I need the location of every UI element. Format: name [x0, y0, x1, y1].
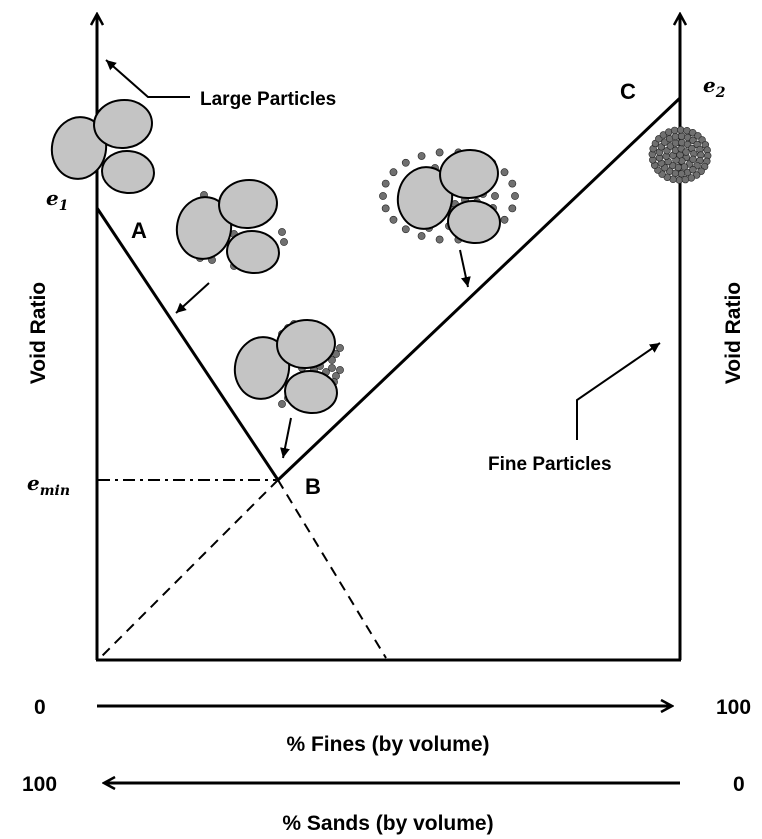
- fine-particle: [508, 179, 517, 188]
- fine-particle: [689, 166, 697, 174]
- void-ratio-right-label: Void Ratio: [722, 282, 745, 384]
- void-ratio-curve: [95, 96, 682, 659]
- fine-particle: [435, 148, 444, 157]
- particles-near-c-illustration: [379, 148, 519, 245]
- fine-particle: [336, 344, 344, 352]
- sands-axis-end: 0: [733, 773, 745, 796]
- large-particle: [284, 369, 338, 415]
- fine-particle: [417, 152, 426, 160]
- large-particle: [396, 166, 454, 230]
- fine-particle: [381, 179, 390, 188]
- pointer-to-point-b: [280, 417, 292, 459]
- fine-particle: [689, 155, 697, 164]
- fine-particle: [682, 148, 690, 156]
- dashed-extension-to-origin: [99, 479, 279, 659]
- large-particles-label: Large Particles: [200, 89, 336, 110]
- curve-b-to-c: [276, 96, 682, 482]
- fine-particle: [500, 168, 509, 177]
- large-particle: [439, 148, 499, 200]
- fine-particle: [381, 204, 390, 213]
- dashed-extension-to-baseline: [277, 479, 387, 659]
- fine-particle: [670, 126, 679, 135]
- emin-label: emin: [27, 471, 70, 499]
- fine-particle: [677, 126, 685, 134]
- fine-particle: [511, 192, 519, 200]
- fine-particle: [675, 176, 683, 184]
- particles-near-a-illustration: [175, 178, 288, 275]
- fines-axis-title: % Fines (by volume): [286, 733, 489, 756]
- fine-particle: [389, 215, 398, 224]
- e1-label: e1: [46, 186, 68, 214]
- fine-particle: [681, 175, 690, 184]
- fines-axis-start: 0: [34, 696, 46, 719]
- curve-a-to-b: [95, 207, 280, 481]
- fine-particle: [500, 215, 509, 224]
- pointer-to-segment-ab: [175, 282, 210, 314]
- large-particle: [93, 98, 153, 150]
- fine-particle: [435, 235, 444, 244]
- fine-particles-illustration: [648, 126, 712, 184]
- fine-particles-pointer: [576, 342, 661, 440]
- large-particles-pointer: [105, 59, 190, 98]
- pointer-to-segment-bc: [459, 249, 471, 288]
- fine-particle: [280, 238, 288, 246]
- fine-particle: [508, 204, 517, 213]
- large-particle: [226, 229, 280, 275]
- fine-particle: [671, 132, 680, 141]
- large-particle: [447, 199, 501, 245]
- large-particle: [101, 149, 155, 195]
- point-a-label: A: [131, 218, 147, 243]
- sands-axis-title: % Sands (by volume): [282, 812, 493, 835]
- large-particle: [50, 116, 108, 180]
- fine-particles-label: Fine Particles: [488, 454, 612, 475]
- fine-particle: [278, 400, 286, 408]
- fine-particle: [677, 170, 686, 178]
- large-particle: [175, 196, 233, 260]
- fines-axis-end: 100: [716, 696, 751, 719]
- fine-particle: [389, 168, 398, 177]
- large-particle: [276, 318, 336, 370]
- particles-near-b-illustration: [233, 318, 344, 415]
- e2-label: e2: [703, 73, 726, 101]
- point-c-label: C: [620, 79, 636, 104]
- large-particle: [233, 336, 291, 400]
- fine-particle: [671, 139, 680, 147]
- fine-particle: [401, 158, 410, 167]
- fine-particle: [328, 364, 336, 372]
- large-particles-illustration: [50, 98, 155, 195]
- fine-particle: [401, 225, 410, 234]
- void-ratio-left-label: Void Ratio: [27, 282, 50, 384]
- fine-particle: [379, 192, 387, 200]
- fine-particle: [417, 232, 426, 240]
- fine-particle: [336, 366, 344, 374]
- large-particle: [218, 178, 278, 230]
- point-b-label: B: [305, 474, 321, 499]
- fine-particle: [491, 192, 499, 200]
- sands-axis-start: 100: [22, 773, 57, 796]
- fine-particle: [677, 132, 686, 140]
- fine-particle: [278, 228, 286, 236]
